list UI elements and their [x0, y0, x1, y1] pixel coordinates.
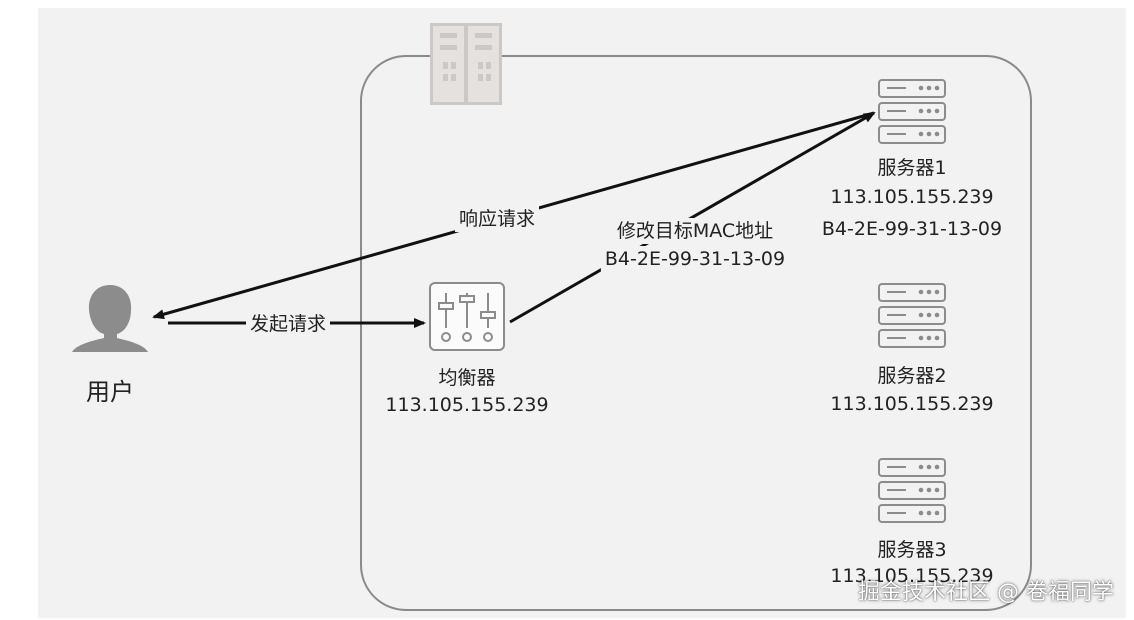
datacenter-boundary: [360, 55, 1032, 611]
server-icon-1: [878, 79, 946, 144]
balancer-name: 均衡器: [438, 367, 496, 389]
balancer-ip: 113.105.155.239: [385, 394, 549, 416]
server-2-ip: 113.105.155.239: [830, 393, 994, 415]
rewrite-mac: B4-2E-99-31-13-09: [600, 246, 790, 272]
server-1-ip: 113.105.155.239: [830, 186, 994, 208]
server-1-name: 服务器1: [877, 157, 947, 179]
watermark: 掘金技术社区 @ 卷福同学: [858, 580, 1114, 605]
load-balancer-icon: [429, 282, 505, 351]
server-icon-2: [878, 283, 946, 348]
server-1-mac: B4-2E-99-31-13-09: [821, 218, 1003, 240]
server-2-name: 服务器2: [877, 365, 947, 387]
server-icon-3: [878, 458, 946, 523]
server-3-ip: 113.105.155.239: [830, 565, 994, 587]
server-3-name: 服务器3: [877, 539, 947, 561]
user-icon: [72, 285, 148, 352]
request-label: 发起请求: [245, 311, 331, 337]
building-icon: [430, 23, 502, 105]
response-label: 响应请求: [454, 206, 540, 232]
forward-arrow: [509, 111, 876, 324]
user-label: 用户: [86, 378, 134, 406]
rewrite-label: 修改目标MAC地址: [612, 218, 778, 244]
